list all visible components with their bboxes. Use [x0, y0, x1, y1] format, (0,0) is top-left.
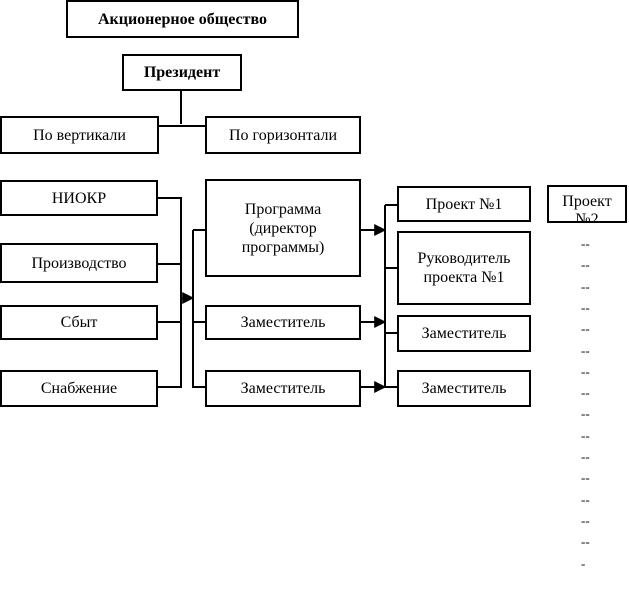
- continuation-dash: --: [581, 321, 590, 337]
- continuation-dash: --: [581, 257, 590, 273]
- vertical-box: По вертикали: [0, 116, 159, 154]
- continuation-dash: --: [581, 470, 590, 486]
- supply-box: Снабжение: [0, 370, 158, 407]
- project-manager-box: Руководитель проекта №1: [397, 231, 531, 305]
- sales-box: Сбыт: [0, 305, 158, 340]
- continuation-dash: --: [581, 278, 590, 294]
- president-box: Президент: [122, 54, 242, 91]
- continuation-dash: --: [581, 406, 590, 422]
- continuation-dash: --: [581, 363, 590, 379]
- horizontal-box: По горизонтали: [205, 116, 361, 154]
- continuation-dash: --: [581, 427, 590, 443]
- production-box: Производство: [0, 243, 158, 283]
- niokr-box: НИОКР: [0, 180, 158, 216]
- project-2-box: Проект №2: [547, 185, 627, 223]
- company-box: Акционерное общество: [66, 0, 299, 38]
- project-deputy-box-2: Заместитель: [397, 370, 531, 407]
- continuation-dash: --: [581, 449, 590, 464]
- continuation-dash: --: [581, 534, 590, 550]
- project-1-box: Проект №1: [397, 186, 531, 222]
- continuation-dash: --: [581, 299, 590, 315]
- deputy-box-2: Заместитель: [205, 370, 361, 407]
- project-deputy-box-1: Заместитель: [397, 315, 531, 352]
- continuation-dash: --: [581, 491, 590, 507]
- continuation-dash: --: [581, 236, 590, 251]
- continuation-dash: --: [581, 385, 590, 401]
- continuation-dash: -: [581, 555, 586, 571]
- continuation-dash: --: [581, 512, 590, 528]
- continuation-dash: --: [581, 342, 590, 358]
- program-box: Программа (директор программы): [205, 179, 361, 277]
- deputy-box-1: Заместитель: [205, 305, 361, 340]
